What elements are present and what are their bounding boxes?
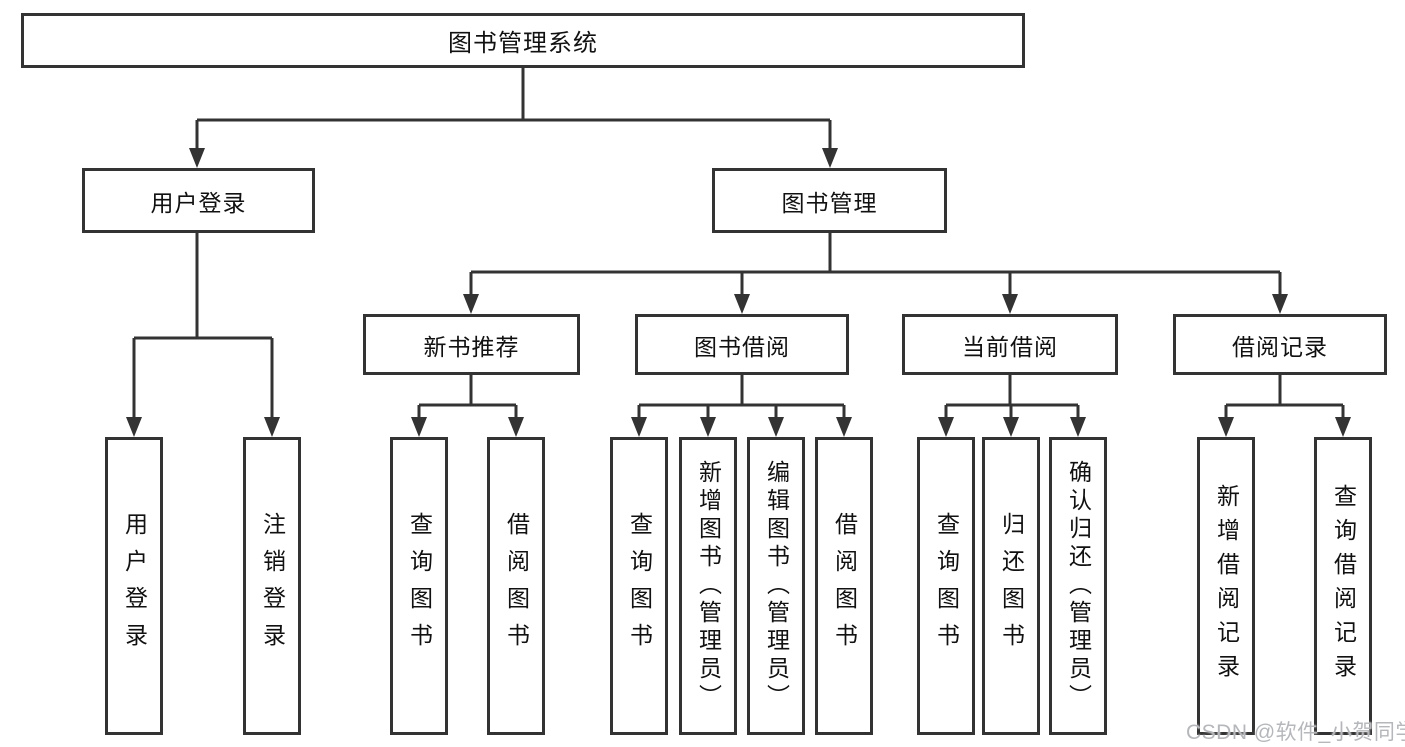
leaf-add-books-admin: 新增图书（管理员） xyxy=(679,437,737,735)
node-book-borrow: 图书借阅 xyxy=(635,314,849,375)
leaf-query-books-1: 查询图书 xyxy=(390,437,448,735)
leaf-query-books-2: 查询图书 xyxy=(610,437,668,735)
node-system-root: 图书管理系统 xyxy=(21,13,1025,68)
leaf-edit-books-admin: 编辑图书（管理员） xyxy=(747,437,805,735)
node-book-management: 图书管理 xyxy=(712,168,947,233)
leaf-confirm-return-admin: 确认归还（管理员） xyxy=(1049,437,1107,735)
leaf-return-books: 归还图书 xyxy=(982,437,1040,735)
leaf-user-login: 用户登录 xyxy=(105,437,163,735)
node-user-login: 用户登录 xyxy=(82,168,315,233)
leaf-query-books-3: 查询图书 xyxy=(917,437,975,735)
node-current-borrow: 当前借阅 xyxy=(902,314,1118,375)
leaf-query-borrow-record: 查询借阅记录 xyxy=(1314,437,1372,735)
leaf-logout: 注销登录 xyxy=(243,437,301,735)
arrowheads xyxy=(126,148,1351,437)
leaf-add-borrow-record: 新增借阅记录 xyxy=(1197,437,1255,735)
node-new-book-recommend: 新书推荐 xyxy=(363,314,580,375)
leaf-borrow-books-1: 借阅图书 xyxy=(487,437,545,735)
node-borrow-records: 借阅记录 xyxy=(1173,314,1387,375)
leaf-borrow-books-2: 借阅图书 xyxy=(815,437,873,735)
csdn-watermark: CSDN @软件_小贺同学 xyxy=(1186,721,1405,744)
